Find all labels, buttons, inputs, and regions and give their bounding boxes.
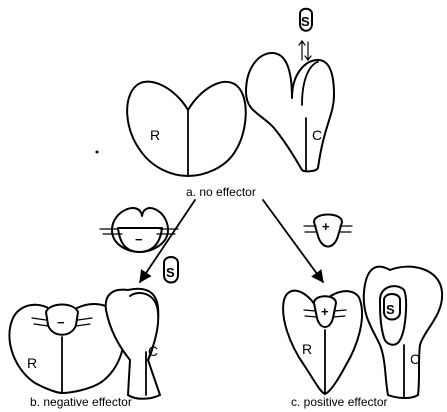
panel-a-no-effector: R C S a. no effector — [96, 9, 335, 199]
caption-a: a. no effector — [186, 185, 256, 199]
svg-text:+: + — [322, 219, 330, 234]
caption-b: b. negative effector — [30, 395, 132, 409]
catalytic-label-a: C — [312, 127, 322, 143]
caption-c: c. positive effector — [291, 395, 388, 409]
substrate-label-a: S — [301, 14, 310, 29]
arrow-to-positive — [263, 200, 323, 282]
regulatory-label-b: R — [27, 355, 37, 371]
regulatory-label-a: R — [150, 127, 160, 143]
positive-effector-icon: + — [304, 215, 352, 247]
positive-sign-bound: + — [321, 304, 329, 319]
catalytic-subunit-a — [246, 53, 334, 171]
catalytic-label-b: C — [148, 343, 158, 359]
panel-c-positive-effector: + R S C c. positive effector — [283, 267, 442, 409]
catalytic-label-c: C — [410, 351, 420, 367]
negative-effector-icon: − — [100, 208, 178, 252]
substrate-label-b: S — [166, 265, 175, 280]
svg-text:−: − — [135, 232, 143, 247]
equilibrium-arrows-a — [299, 41, 311, 60]
regulatory-subunit-a — [127, 82, 246, 176]
stray-dot — [96, 151, 99, 154]
regulatory-label-c: R — [302, 341, 312, 357]
substrate-label-c: S — [386, 302, 395, 317]
negative-sign-bound: − — [57, 315, 65, 330]
panel-b-negative-effector: − R C S b. negative effector — [9, 257, 178, 409]
